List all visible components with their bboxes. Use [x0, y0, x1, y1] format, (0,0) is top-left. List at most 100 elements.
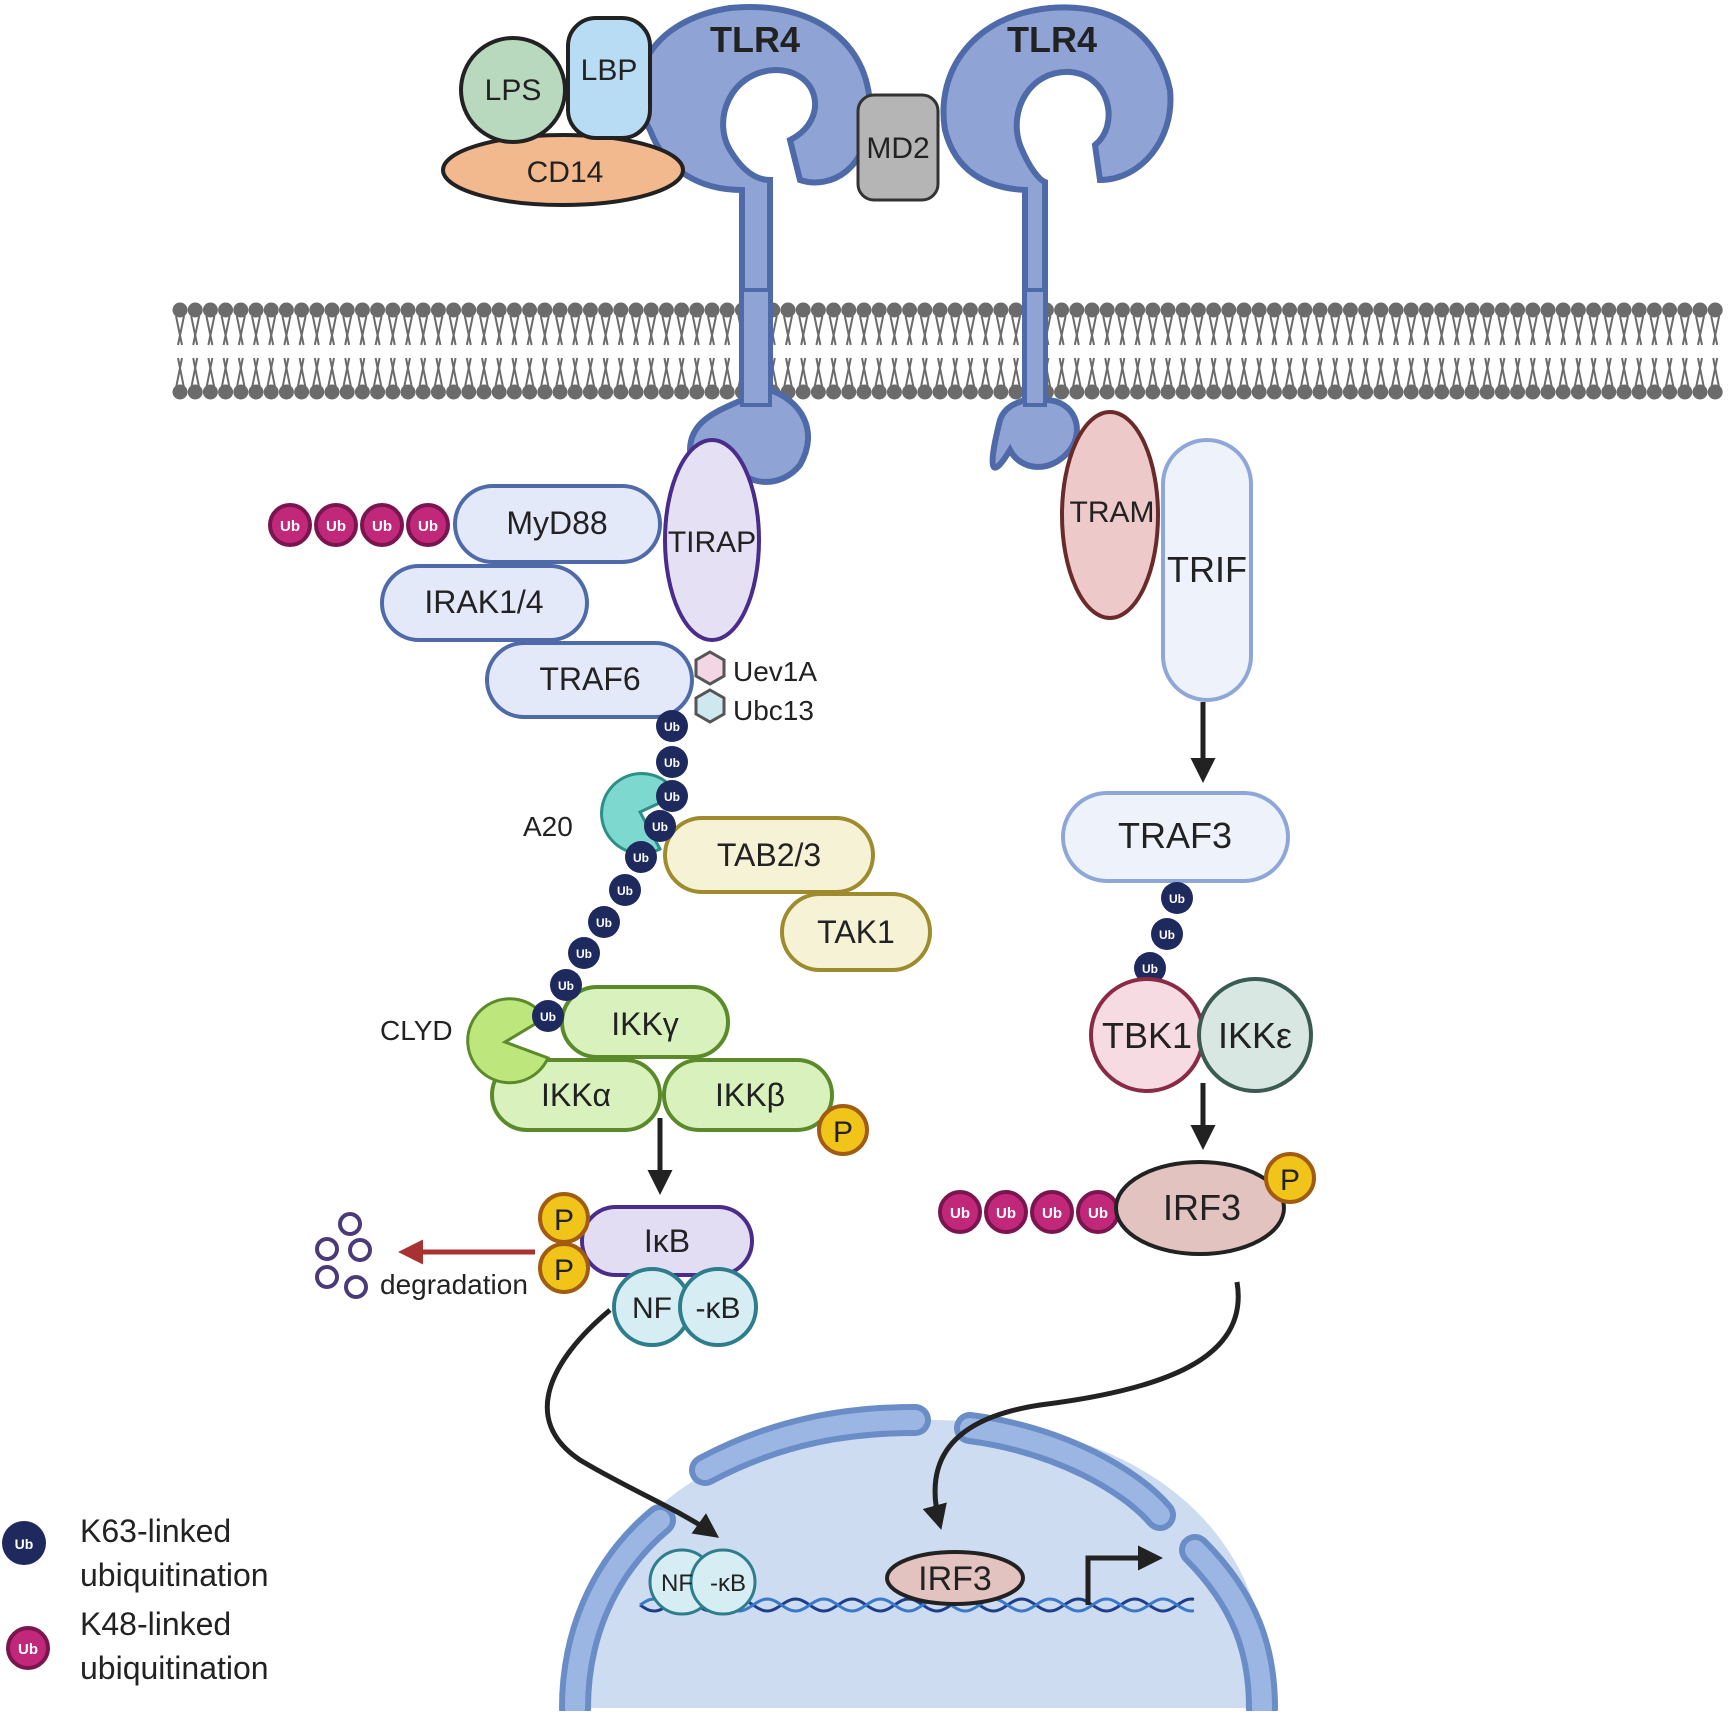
- lipid-tail: [190, 315, 199, 346]
- lipid-tail: [783, 315, 791, 346]
- lipid-head: [1601, 384, 1617, 400]
- lipid-tail: [1408, 315, 1417, 346]
- lipid-tail: [296, 315, 305, 346]
- lipid-head: [795, 302, 811, 318]
- legend-k48-line2: ubiquitination: [80, 1650, 269, 1686]
- lipid-tail: [1165, 315, 1173, 346]
- lipid-tail: [539, 315, 548, 346]
- lipid-tail: [1558, 315, 1567, 346]
- lipid-head: [552, 302, 568, 318]
- irf3-shape: [1114, 1160, 1286, 1256]
- lipid-head: [567, 302, 583, 318]
- irf3-phospho-label: P: [1280, 1164, 1300, 1197]
- lipid-tail: [1119, 315, 1128, 346]
- ub-k48-2: [314, 503, 358, 547]
- lipid-head: [1221, 384, 1237, 400]
- lipid-head: [1358, 302, 1374, 318]
- lipid-tail: [1451, 357, 1460, 389]
- k63-ub-4: [644, 810, 676, 842]
- legend-k63-line1: K63-linked: [80, 1513, 231, 1549]
- k63-ub-9: [550, 969, 582, 1001]
- lipid-tail: [1695, 315, 1703, 346]
- lipid-tail: [572, 357, 581, 389]
- lipid-head: [1327, 384, 1343, 400]
- lipid-tail: [1406, 315, 1415, 346]
- lipid-tail: [557, 315, 565, 346]
- lipid-head: [263, 384, 279, 400]
- lipid-tail: [891, 315, 900, 346]
- k63-ub-7: [588, 906, 620, 938]
- lipid-tail: [921, 315, 930, 346]
- legend-k63-icon-label: Ub: [15, 1536, 34, 1552]
- lipid-tail: [828, 315, 837, 346]
- k63-ub-2: [656, 746, 688, 778]
- lipid-head: [1494, 384, 1510, 400]
- tab23-box: [663, 816, 875, 894]
- lipid-tail: [815, 315, 824, 346]
- lipid-tail: [1284, 357, 1293, 389]
- lipid-tail: [707, 357, 715, 389]
- lipid-tail: [906, 315, 915, 346]
- lipid-tail: [935, 315, 943, 346]
- lipid-head: [1434, 384, 1450, 400]
- lipid-tail: [479, 357, 487, 389]
- lipid-tail: [541, 315, 550, 346]
- lbp-shape: [566, 16, 652, 140]
- lipid-tail: [496, 357, 505, 389]
- lipid-tail: [1634, 357, 1643, 389]
- lipid-head: [1479, 302, 1495, 318]
- lipid-tail: [1147, 315, 1156, 346]
- lipid-tail: [967, 357, 976, 389]
- tbk1-label: TBK1: [1102, 1015, 1192, 1056]
- nuclear-envelope-top-right-inner: [960, 1418, 1170, 1525]
- lipid-head: [628, 384, 644, 400]
- myd88-label: MyD88: [506, 505, 607, 541]
- lipid-head: [628, 302, 644, 318]
- lipid-tail: [1543, 357, 1551, 389]
- lipid-head: [978, 302, 994, 318]
- lipid-tail: [663, 315, 672, 346]
- nuclear-kb-label: -κB: [710, 1570, 746, 1597]
- lipid-head: [1570, 302, 1586, 318]
- lipid-tail: [266, 315, 275, 346]
- lipid-head: [461, 384, 477, 400]
- lipid-tail: [222, 357, 231, 389]
- lipid-tail: [1271, 357, 1280, 389]
- lipid-head: [1418, 302, 1434, 318]
- lipid-tail: [1664, 315, 1673, 346]
- lipid-head: [415, 384, 431, 400]
- lipid-tail: [1423, 315, 1432, 346]
- lipid-tail: [861, 315, 869, 346]
- lipid-head: [1312, 384, 1328, 400]
- lipid-tail: [1484, 357, 1493, 389]
- lipid-head: [1373, 302, 1389, 318]
- lipid-tail: [1529, 315, 1538, 346]
- lipid-head: [522, 384, 538, 400]
- ikk-beta-phospho-label: P: [833, 1116, 853, 1149]
- lipid-head: [1586, 384, 1602, 400]
- lipid-tail: [298, 315, 307, 346]
- lipid-head: [1099, 302, 1115, 318]
- lipid-head: [1266, 302, 1282, 318]
- lipid-head: [1342, 384, 1358, 400]
- lipid-tail: [1697, 315, 1705, 346]
- lipid-tail: [800, 315, 809, 346]
- lipid-head: [446, 384, 462, 400]
- lipid-tail: [296, 357, 305, 389]
- lipid-tail: [1299, 315, 1308, 346]
- lipid-head: [506, 384, 522, 400]
- ikk-beta-phospho: [817, 1104, 869, 1156]
- lipid-head: [689, 384, 705, 400]
- lipid-head: [1631, 384, 1647, 400]
- lipid-tail: [1104, 315, 1113, 346]
- lipid-head: [1312, 302, 1328, 318]
- lipid-head: [1190, 302, 1206, 318]
- lipid-tail: [1529, 357, 1538, 389]
- lipid-tail: [889, 315, 898, 346]
- lipid-tail: [570, 315, 579, 346]
- k63-ub-5: [625, 841, 657, 873]
- lipid-tail: [541, 357, 550, 389]
- k63-ub-5-label: Ub: [633, 851, 649, 865]
- nucleus: [559, 1404, 1278, 1716]
- lipid-tail: [1512, 357, 1521, 389]
